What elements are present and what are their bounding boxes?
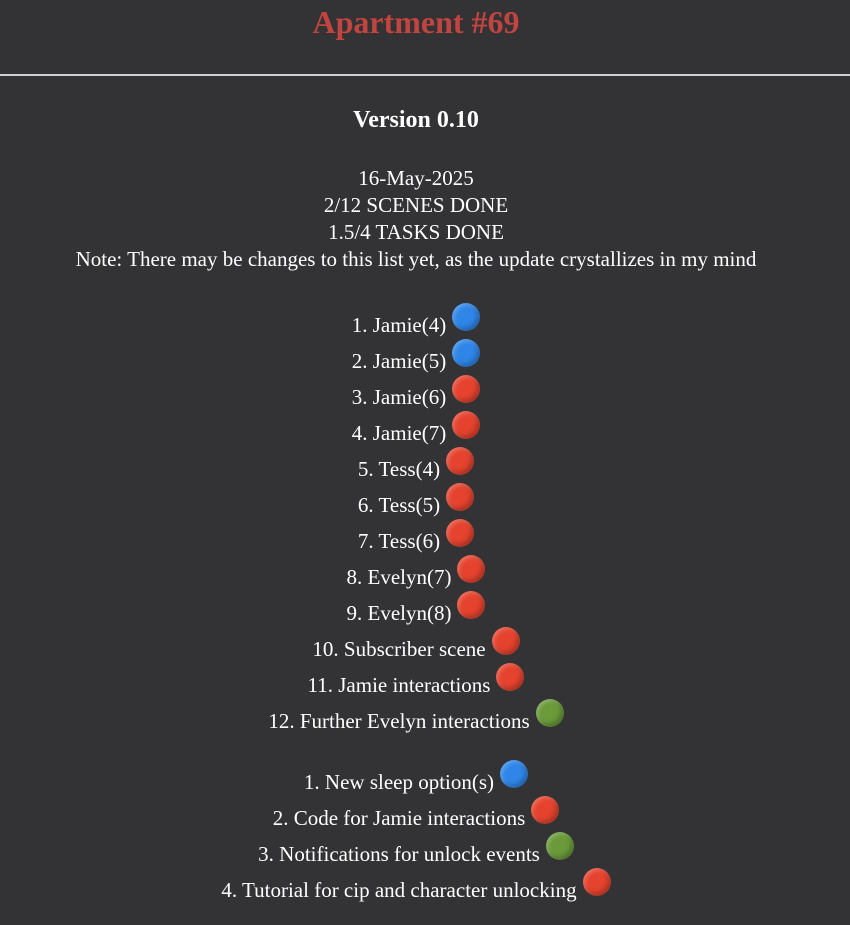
scene-item: 12. Further Evelyn interactions	[0, 699, 832, 737]
version-heading: Version 0.10	[353, 107, 479, 133]
status-dot-icon	[491, 627, 520, 656]
status-dot-icon	[457, 591, 486, 620]
release-date: 16-May-2025	[358, 166, 474, 190]
task-label: 2. Code for Jamie interactions	[272, 806, 526, 831]
scene-label: 12. Further Evelyn interactions	[268, 709, 530, 734]
status-dot-icon	[545, 832, 574, 861]
scene-label: 3. Jamie(6)	[351, 385, 447, 410]
scene-item: 2. Jamie(5)	[0, 339, 832, 377]
scene-item: 7. Tess(6)	[0, 519, 832, 557]
scene-label: 8. Evelyn(7)	[346, 565, 452, 590]
status-dot-icon	[446, 519, 475, 548]
status-dot-icon	[452, 339, 481, 368]
task-label: 4. Tutorial for cip and character unlock…	[221, 878, 577, 903]
scene-label: 9. Evelyn(8)	[346, 601, 452, 626]
info-block: 16-May-2025 2/12 SCENES DONE 1.5/4 TASKS…	[0, 165, 832, 273]
status-dot-icon	[452, 375, 481, 404]
scene-item: 10. Subscriber scene	[0, 627, 832, 665]
task-item: 2. Code for Jamie interactions	[0, 796, 832, 834]
scene-label: 6. Tess(5)	[357, 493, 441, 518]
task-item: 4. Tutorial for cip and character unlock…	[0, 868, 832, 906]
status-dot-icon	[582, 868, 611, 897]
scene-item: 6. Tess(5)	[0, 483, 832, 521]
status-dot-icon	[531, 796, 560, 825]
status-dot-icon	[500, 760, 529, 789]
scene-label: 2. Jamie(5)	[351, 349, 447, 374]
scene-label: 10. Subscriber scene	[312, 637, 486, 662]
status-dot-icon	[496, 663, 525, 692]
status-dot-icon	[457, 555, 486, 584]
scene-item: 9. Evelyn(8)	[0, 591, 832, 629]
status-dot-icon	[452, 411, 481, 440]
page-title: Apartment #69	[312, 4, 520, 40]
status-dot-icon	[446, 447, 475, 476]
scene-item: 8. Evelyn(7)	[0, 555, 832, 593]
header-divider	[0, 74, 850, 76]
scene-label: 5. Tess(4)	[357, 457, 441, 482]
scene-label: 11. Jamie interactions	[307, 673, 491, 698]
status-dot-icon	[452, 303, 481, 332]
scene-item: 4. Jamie(7)	[0, 411, 832, 449]
scene-label: 4. Jamie(7)	[351, 421, 447, 446]
task-label: 3. Notifications for unlock events	[258, 842, 540, 867]
scene-item: 1. Jamie(4)	[0, 303, 832, 341]
scene-item: 11. Jamie interactions	[0, 663, 832, 701]
tasks-list: 1. New sleep option(s) 2. Code for Jamie…	[0, 760, 832, 906]
scenes-status: 2/12 SCENES DONE	[323, 193, 509, 217]
scenes-list: 1. Jamie(4) 2. Jamie(5) 3. Jamie(6) 4. J…	[0, 303, 832, 737]
tasks-status: 1.5/4 TASKS DONE	[328, 220, 504, 244]
update-note: Note: There may be changes to this list …	[75, 247, 757, 271]
scene-label: 7. Tess(6)	[357, 529, 441, 554]
scene-item: 3. Jamie(6)	[0, 375, 832, 413]
task-label: 1. New sleep option(s)	[303, 770, 495, 795]
status-dot-icon	[535, 699, 564, 728]
task-item: 3. Notifications for unlock events	[0, 832, 832, 870]
scene-label: 1. Jamie(4)	[351, 313, 447, 338]
scene-item: 5. Tess(4)	[0, 447, 832, 485]
task-item: 1. New sleep option(s)	[0, 760, 832, 798]
status-dot-icon	[446, 483, 475, 512]
